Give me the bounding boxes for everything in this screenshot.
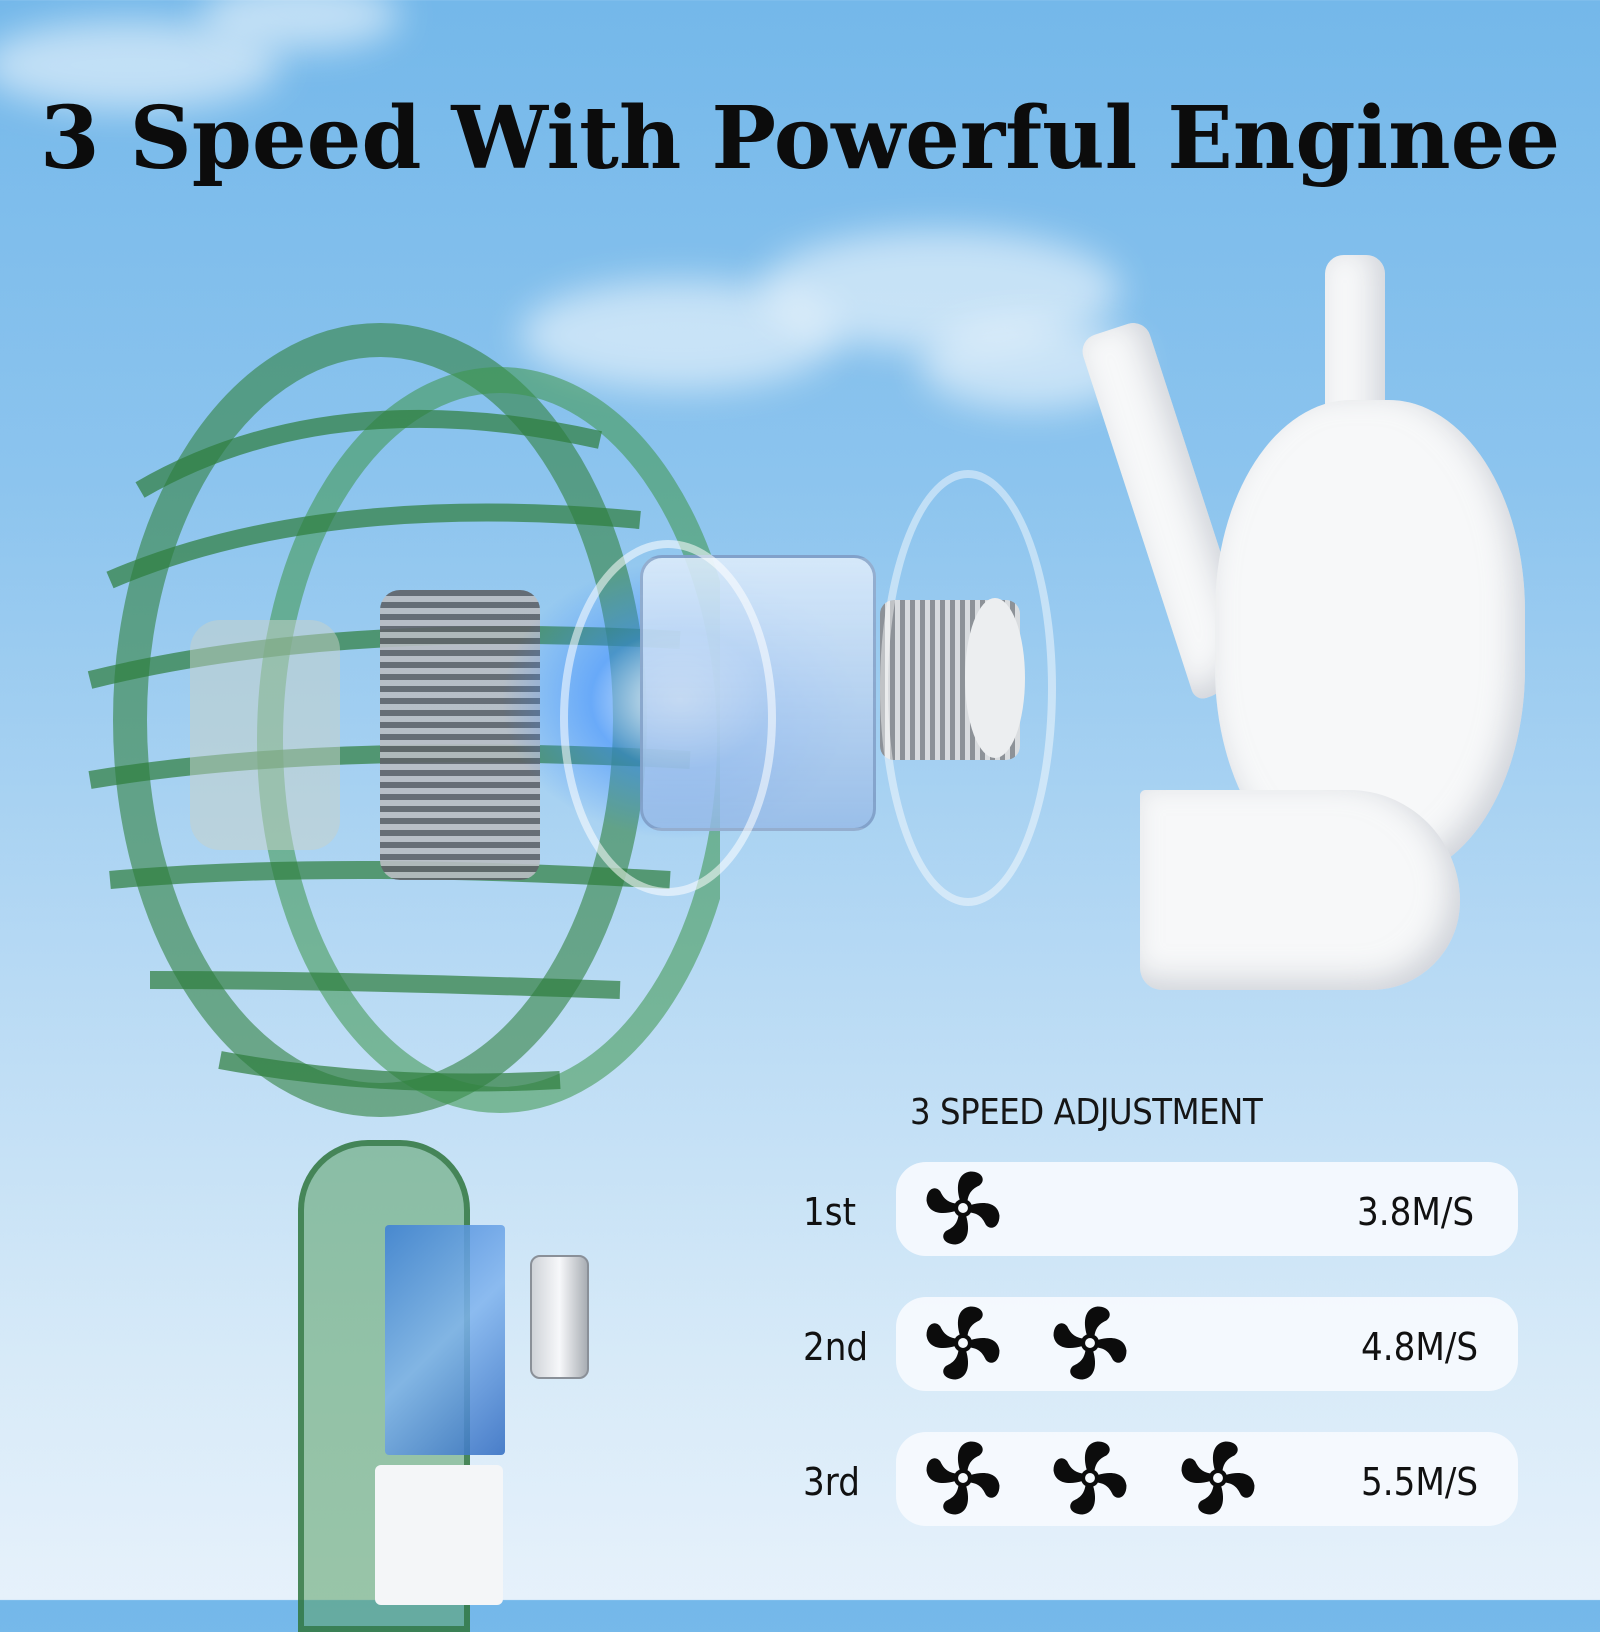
fan-icon [925,1305,1001,1381]
fan-icon [925,1170,1001,1246]
speed-3-label: 3rd [803,1460,860,1504]
fan-icon [1180,1440,1256,1516]
speed-3-value: 5.5M/S [1360,1460,1478,1504]
speed-1-value: 3.8M/S [1356,1190,1474,1234]
speed-1-bar [896,1162,1518,1256]
fan-icon [925,1440,1001,1516]
page-title: 3 Speed With Powerful Enginee [39,88,1561,189]
usb-c-port [530,1255,589,1379]
speed-2-bar [896,1297,1518,1391]
speed-heading: 3 SPEED ADJUSTMENT [910,1092,1263,1133]
airflow-ring [560,540,776,896]
circuit-board [385,1225,505,1455]
speed-2-value: 4.8M/S [1360,1325,1478,1369]
speed-1-label: 1st [803,1190,856,1234]
blade [1140,790,1460,990]
fan-icon [1052,1305,1128,1381]
speed-2-label: 2nd [803,1325,869,1369]
airflow-ring [880,470,1056,906]
fan-icon [1052,1440,1128,1516]
battery [375,1465,503,1605]
